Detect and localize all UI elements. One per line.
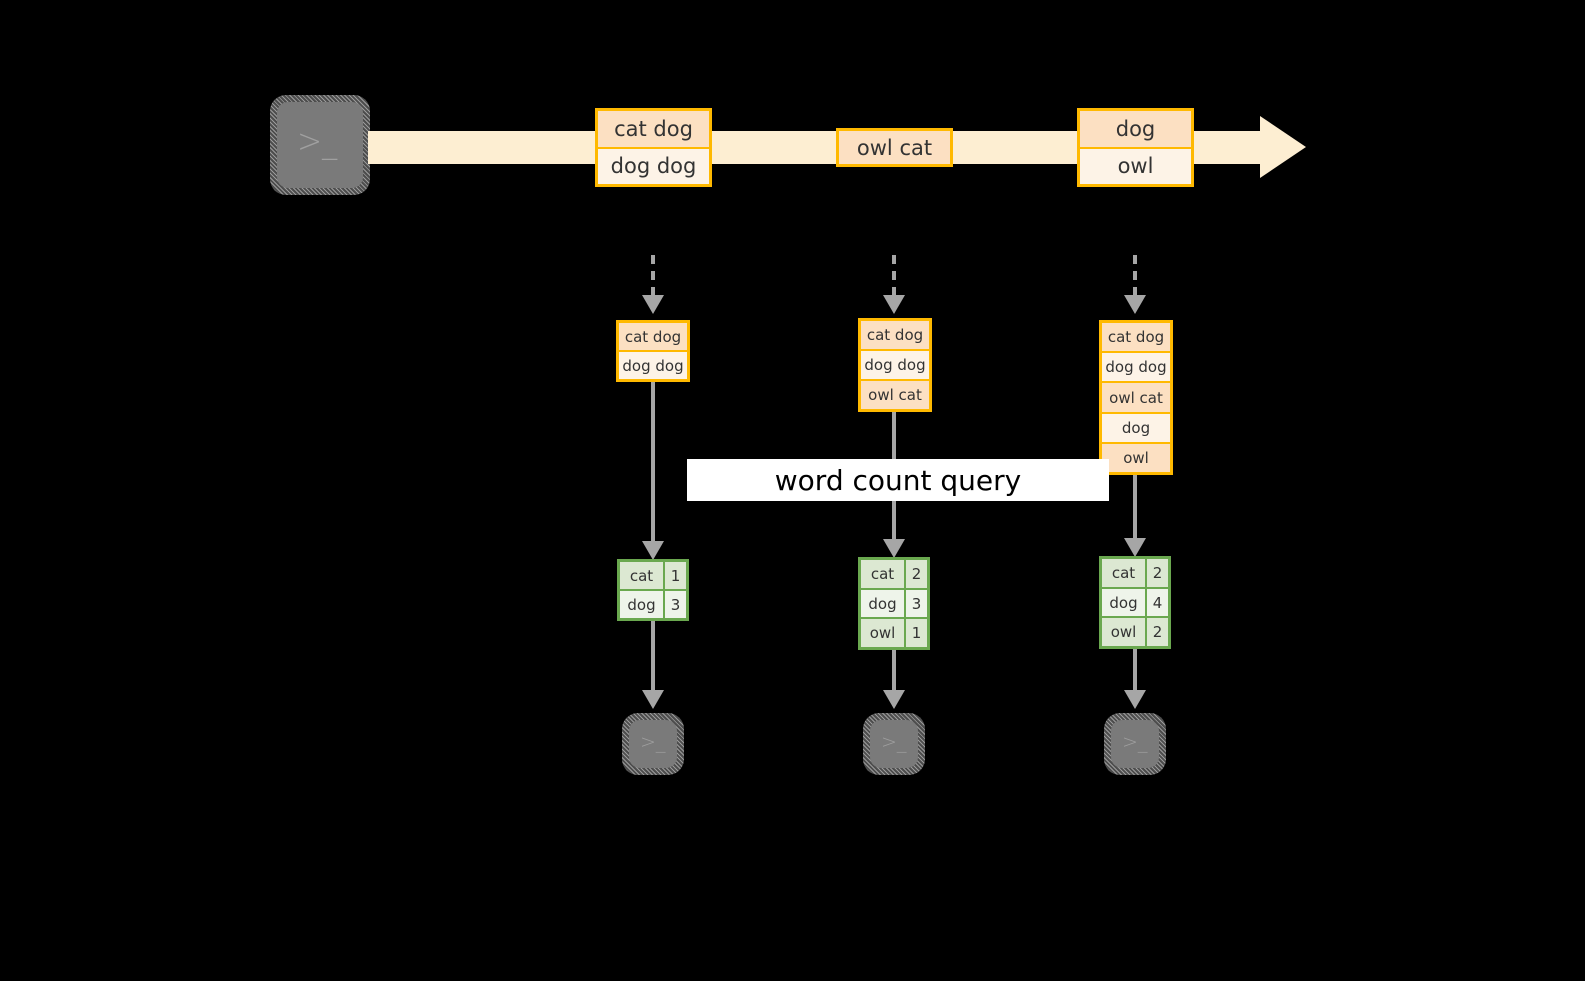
snapshot-1-sink-arrowhead [642,690,664,709]
stream-record-2[interactable]: owl cat [836,128,953,167]
snapshot-1-input-line: cat dog [619,323,687,352]
terminal-body [277,102,363,188]
snapshot-3-input-line: dog [1102,413,1170,444]
result-row: cat 1 [620,562,686,591]
snapshot-2-input-line: cat dog [861,321,929,351]
terminal-body [870,720,918,768]
stream-record-line: dog [1080,111,1191,149]
result-count: 4 [1147,588,1168,617]
snapshot-1-result-table[interactable]: cat 1 dog 3 [617,559,689,621]
result-word: cat [1102,559,1147,587]
result-count: 3 [665,591,686,618]
result-count: 2 [906,560,927,588]
terminal-body [629,720,677,768]
snapshot-2-input-line: dog dog [861,351,929,381]
snapshot-2-sink-terminal-icon: >_ [863,713,925,775]
snapshot-1-sink-terminal-icon: >_ [622,713,684,775]
result-word: owl [861,619,906,648]
snapshot-3-query-arrowhead [1124,538,1146,557]
snapshot-3-sink-terminal-icon: >_ [1104,713,1166,775]
stream-record-1[interactable]: cat dog dog dog [595,108,712,187]
terminal-prompt-glyph: >_ [881,731,907,753]
terminal-body [1111,720,1159,768]
snapshot-3-trigger-line [1133,255,1137,297]
snapshot-3-result-table[interactable]: cat 2 dog 4 owl 2 [1099,556,1171,649]
snapshot-1-query-line [651,382,655,547]
query-label: word count query [687,459,1109,501]
snapshot-2-trigger-line [892,255,896,297]
snapshot-2-result-table[interactable]: cat 2 dog 3 owl 1 [858,557,930,650]
snapshot-2-sink-arrowhead [883,690,905,709]
result-word: cat [620,562,665,589]
result-row: owl 2 [1102,618,1168,647]
result-row: cat 2 [1102,559,1168,589]
snapshot-1-query-arrowhead [642,541,664,560]
stream-record-3[interactable]: dog owl [1077,108,1194,187]
stream-record-line: cat dog [598,111,709,149]
result-count: 2 [1147,559,1168,587]
terminal-prompt-glyph: >_ [297,122,338,161]
snapshot-3-input-line: cat dog [1102,323,1170,354]
stream-record-line: dog dog [598,148,709,184]
result-count: 1 [665,562,686,589]
snapshot-3-sink-arrowhead [1124,690,1146,709]
source-terminal-icon: >_ [270,95,370,195]
snapshot-1-input-table[interactable]: cat dog dog dog [616,320,690,382]
result-row: dog 3 [861,589,927,620]
snapshot-2-trigger-arrowhead [883,295,905,314]
snapshot-2-input-table[interactable]: cat dog dog dog owl cat [858,318,932,412]
snapshot-2-query-arrowhead [883,539,905,558]
snapshot-1-input-line: dog dog [619,352,687,379]
stream-arrow-head [1260,116,1306,178]
result-word: cat [861,560,906,588]
terminal-prompt-glyph: >_ [640,731,666,753]
snapshot-2-input-line: owl cat [861,381,929,409]
snapshot-3-input-line: dog dog [1102,353,1170,384]
snapshot-3-query-line [1133,475,1137,545]
snapshot-2-sink-line [892,650,896,696]
snapshot-1-sink-line [651,621,655,696]
snapshot-3-input-line: owl cat [1102,383,1170,414]
result-count: 3 [906,589,927,618]
stream-record-line: owl [1080,148,1191,184]
snapshot-3-trigger-arrowhead [1124,295,1146,314]
result-count: 2 [1147,618,1168,647]
result-row: cat 2 [861,560,927,590]
snapshot-3-sink-line [1133,649,1137,696]
result-word: owl [1102,618,1147,647]
result-word: dog [620,591,665,618]
result-count: 1 [906,619,927,648]
snapshot-3-input-line: owl [1102,443,1170,473]
result-row: owl 1 [861,619,927,648]
result-row: dog 4 [1102,588,1168,619]
terminal-prompt-glyph: >_ [1122,731,1148,753]
result-row: dog 3 [620,591,686,618]
result-word: dog [1102,588,1147,617]
result-word: dog [861,589,906,618]
snapshot-3-input-table[interactable]: cat dog dog dog owl cat dog owl [1099,320,1173,475]
snapshot-1-trigger-line [651,255,655,297]
snapshot-1-trigger-arrowhead [642,295,664,314]
